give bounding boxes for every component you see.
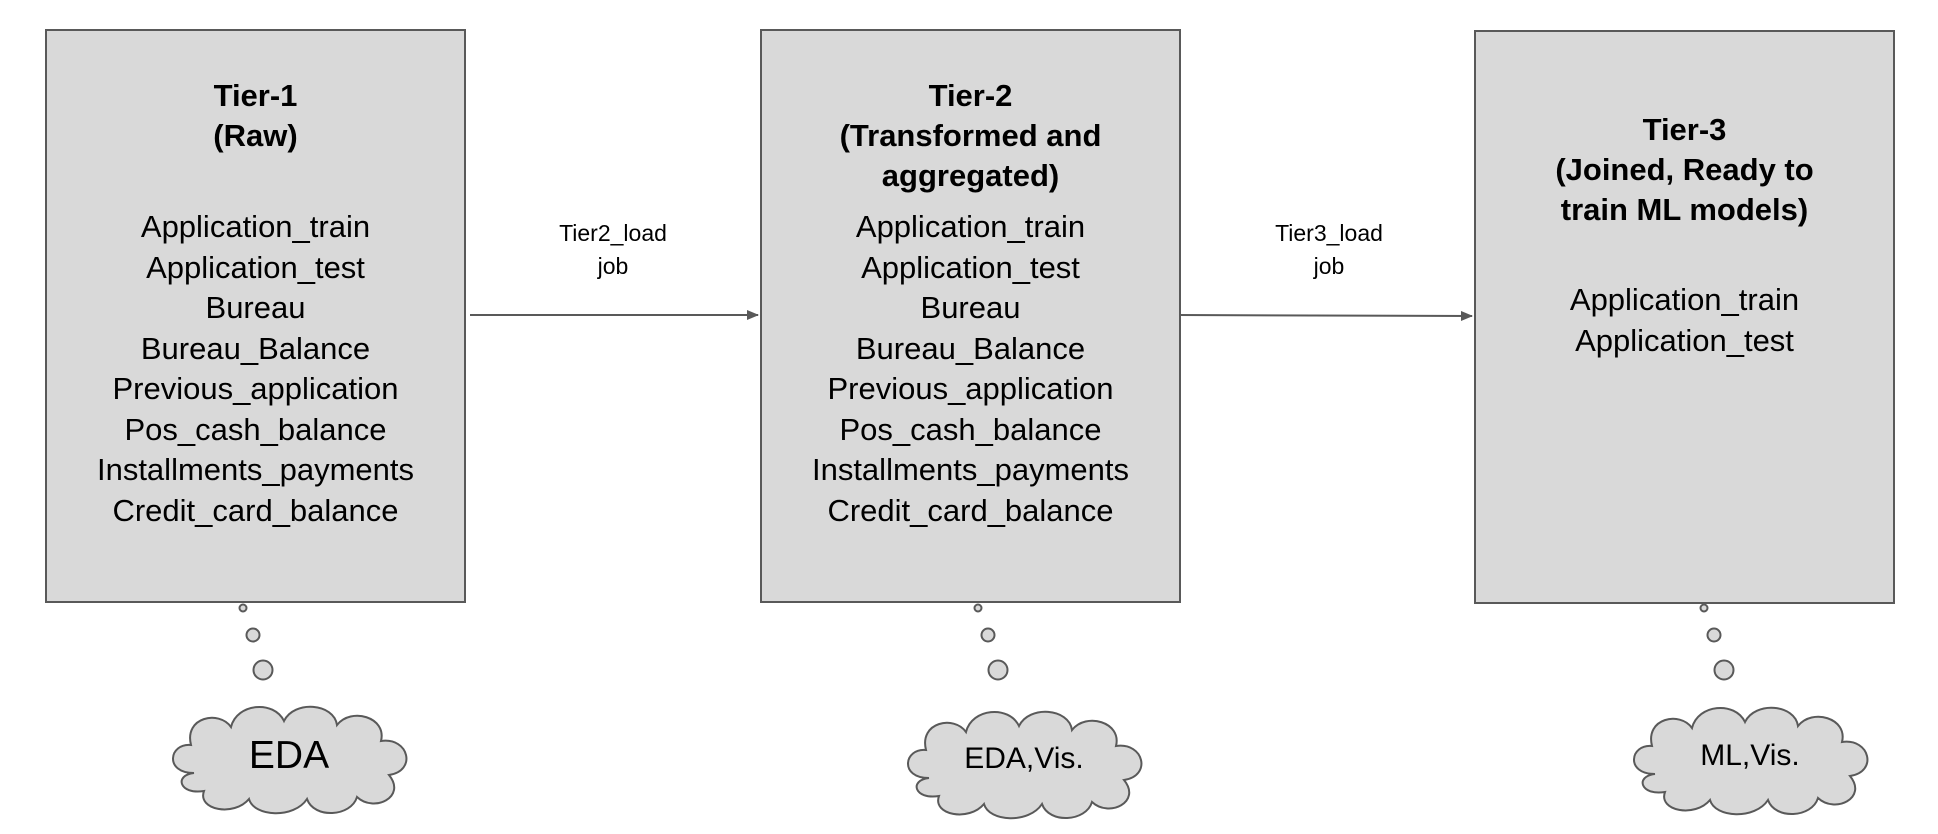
table-item: Credit_card_balance xyxy=(827,492,1114,528)
table-item: Application_train xyxy=(140,209,371,244)
table-item: Bureau_Balance xyxy=(140,330,371,366)
tier2-title: Tier-2 xyxy=(928,78,1013,113)
edge-label-line: job xyxy=(1313,253,1345,279)
edge-label-line: Tier3_load xyxy=(1275,220,1383,246)
cloud-label-tier3: ML,Vis. xyxy=(1700,739,1800,772)
table-item: Installments_payments xyxy=(96,452,415,487)
tier2-table-list: Application_train Application_test Burea… xyxy=(762,207,1179,531)
thought-bubbles-tier3 xyxy=(1699,603,1735,681)
table-item: Application_test xyxy=(146,249,365,285)
edge-label-tier3-load: Tier3_load job xyxy=(1229,217,1429,283)
table-item: Application_test xyxy=(861,249,1080,285)
table-item: Credit_card_balance xyxy=(112,492,399,528)
tier3-table-list: Application_train Application_test xyxy=(1476,280,1893,361)
tier3-box: Tier-3 (Joined, Ready to train ML models… xyxy=(1474,30,1895,604)
tier1-title: Tier-1 xyxy=(213,78,298,113)
edge-label-line: Tier2_load xyxy=(559,220,667,246)
table-item: Pos_cash_balance xyxy=(124,411,387,447)
tier3-subtitle-line1: (Joined, Ready to xyxy=(1555,152,1814,187)
tier2-subtitle-line1: (Transformed and xyxy=(839,118,1102,153)
edge-label-line: job xyxy=(597,253,629,279)
table-item: Application_train xyxy=(855,209,1086,244)
table-item: Previous_application xyxy=(112,371,399,406)
table-item: Previous_application xyxy=(827,371,1114,406)
tier1-box: Tier-1 (Raw) Application_train Applicati… xyxy=(45,29,466,603)
tier3-title: Tier-3 xyxy=(1642,112,1727,147)
edge-label-tier2-load: Tier2_load job xyxy=(513,217,713,283)
table-item: Bureau_Balance xyxy=(855,330,1086,366)
table-item: Bureau xyxy=(920,290,1021,325)
thought-bubbles-tier2 xyxy=(973,603,1009,681)
cloud-label-tier2: EDA,Vis. xyxy=(964,742,1084,775)
cloud-label-tier1: EDA xyxy=(248,734,330,777)
tier2-subtitle-line2: aggregated) xyxy=(881,158,1060,193)
table-item: Application_test xyxy=(1575,322,1794,358)
arrow-tier2-to-tier3 xyxy=(1177,310,1473,321)
tier1-subtitle: (Raw) xyxy=(213,118,298,153)
tier1-table-list: Application_train Application_test Burea… xyxy=(47,207,464,531)
tier3-subtitle-line2: train ML models) xyxy=(1560,192,1809,227)
table-item: Bureau xyxy=(205,290,306,325)
thought-bubbles-tier1 xyxy=(238,603,274,681)
table-item: Application_train xyxy=(1569,282,1800,317)
tier2-box: Tier-2 (Transformed and aggregated) Appl… xyxy=(760,29,1181,603)
table-item: Pos_cash_balance xyxy=(839,411,1102,447)
table-item: Installments_payments xyxy=(811,452,1130,487)
